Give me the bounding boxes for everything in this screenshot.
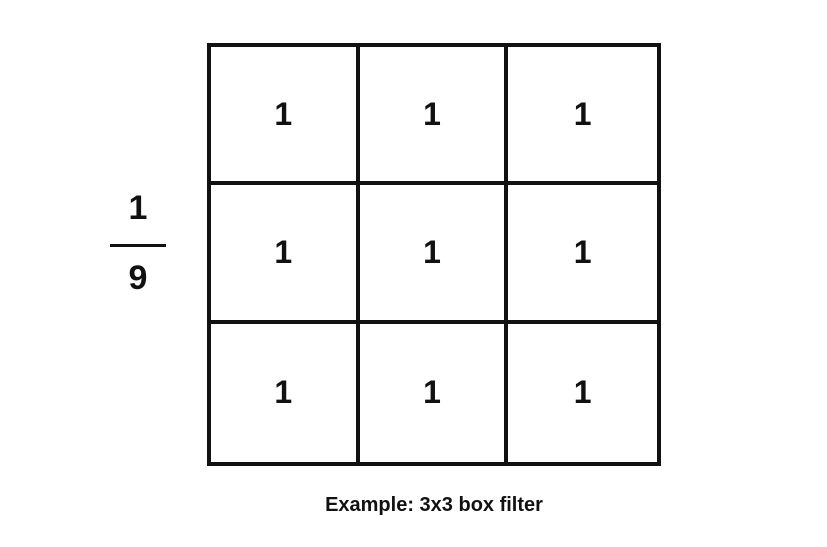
kernel-cell: 1 bbox=[360, 323, 509, 462]
fraction-numerator: 1 bbox=[128, 189, 148, 227]
kernel-cell: 1 bbox=[359, 47, 509, 186]
kernel-grid: 1 1 1 1 1 1 1 1 1 bbox=[207, 43, 661, 466]
kernel-cell: 1 bbox=[359, 185, 509, 324]
kernel-cell: 1 bbox=[211, 47, 360, 186]
kernel-cell: 1 bbox=[211, 185, 360, 324]
kernel-cell: 1 bbox=[211, 323, 360, 462]
fraction-bar bbox=[110, 244, 166, 247]
figure-caption: Example: 3x3 box filter bbox=[325, 494, 543, 516]
scale-fraction: 1 9 bbox=[108, 188, 168, 298]
kernel-cell: 1 bbox=[508, 47, 657, 186]
kernel-cell: 1 bbox=[508, 185, 657, 324]
fraction-denominator: 9 bbox=[128, 259, 148, 297]
kernel-cell: 1 bbox=[573, 374, 592, 411]
